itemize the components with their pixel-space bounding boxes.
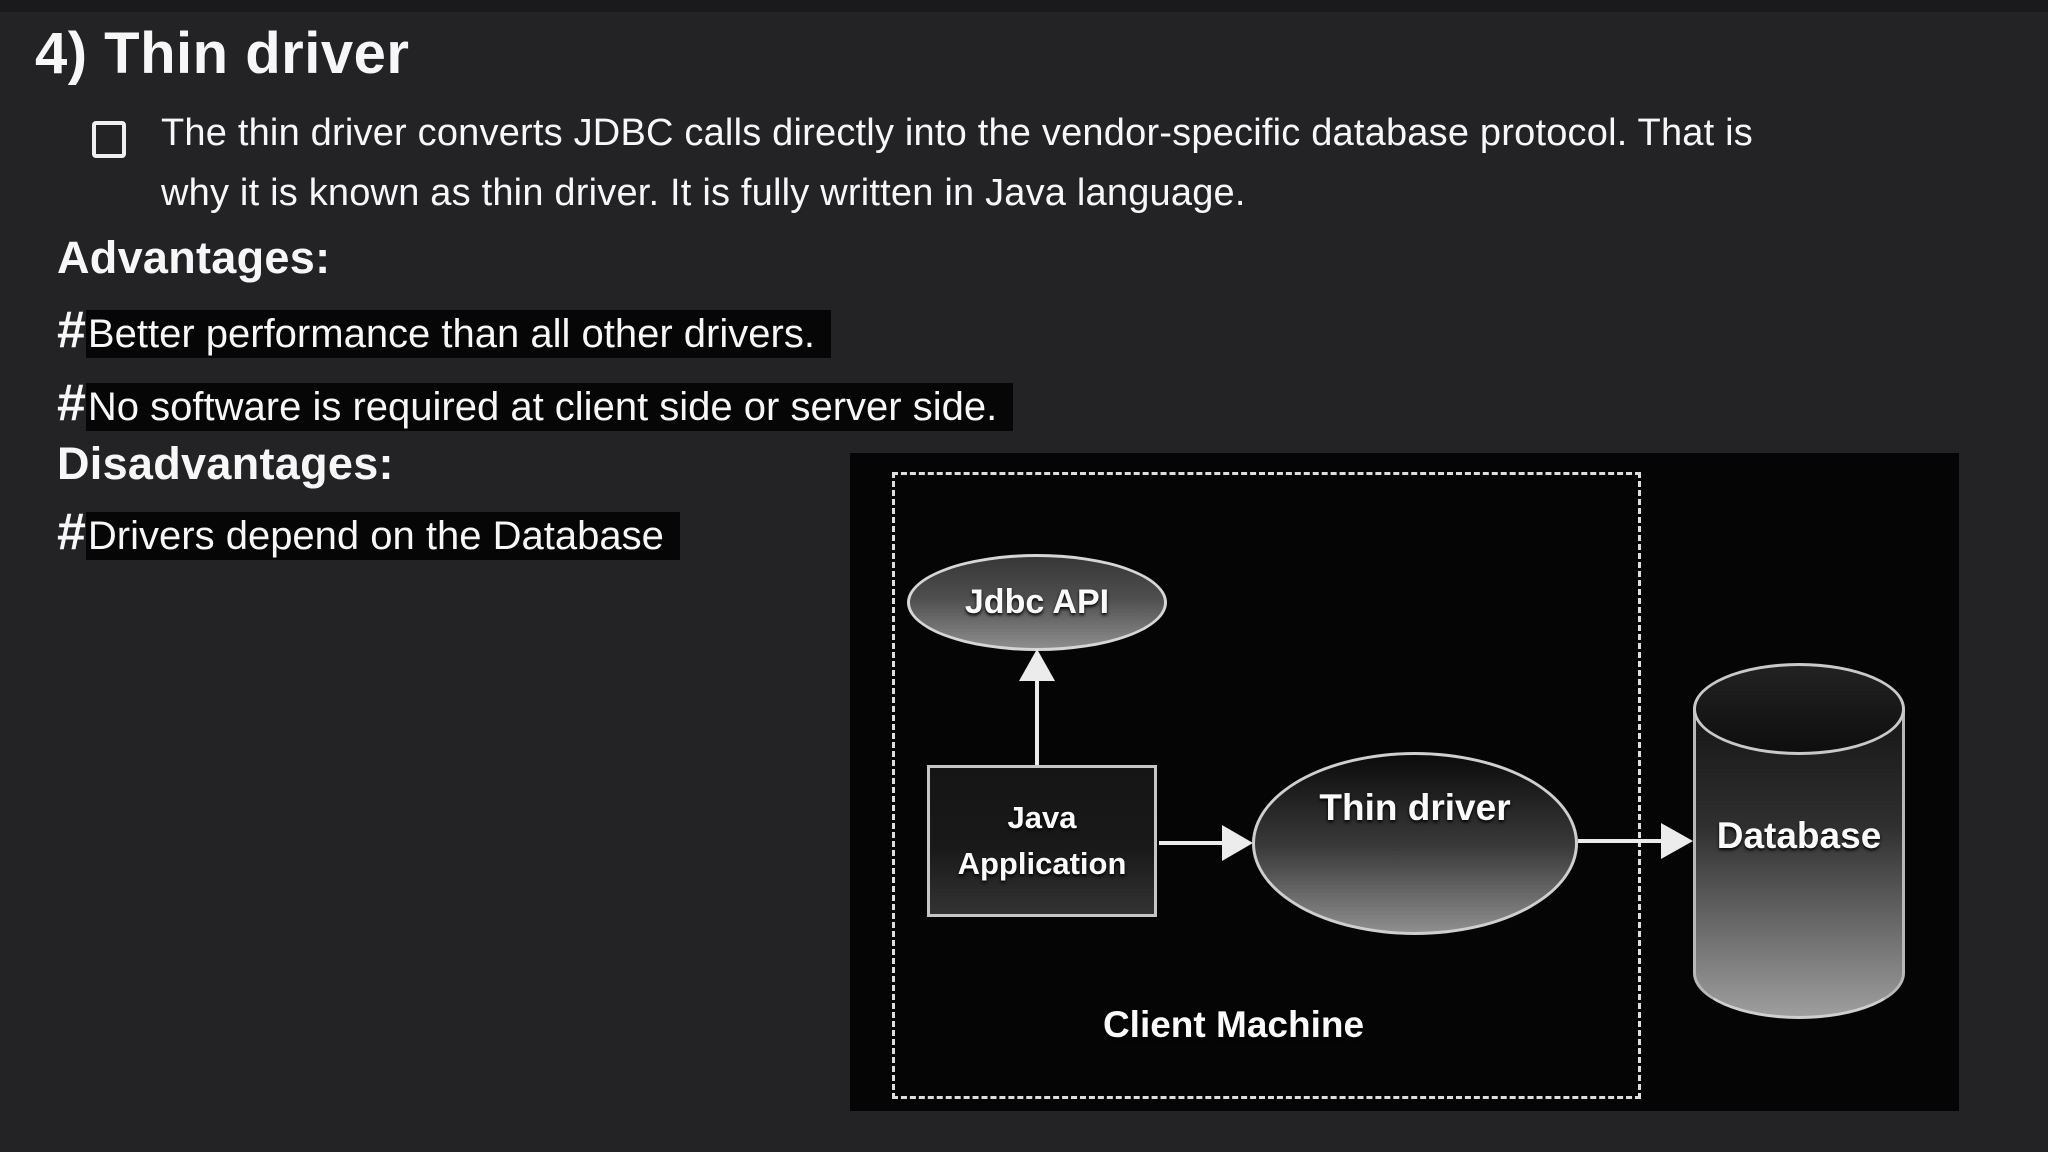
bullet-line: The thin driver converts JDBC calls dire… — [161, 112, 1753, 154]
arrow-java-to-jdbc — [1035, 679, 1039, 766]
node-jdbc-api: Jdbc API — [907, 554, 1167, 651]
arrow-thin-to-database — [1578, 839, 1662, 843]
slide-title: 4) Thin driver — [35, 21, 410, 86]
square-bullet-icon — [92, 121, 126, 158]
highlighted-text: Better performance than all other driver… — [85, 310, 831, 358]
database-cylinder-top — [1693, 663, 1905, 755]
advantages-heading: Advantages: — [57, 232, 331, 283]
highlighted-text: No software is required at client side o… — [85, 383, 1014, 431]
top-letterbox-strip — [0, 0, 2048, 12]
client-machine-boundary — [892, 472, 1641, 1099]
node-java-application: Java Application — [927, 765, 1157, 917]
arrow-java-to-thin — [1159, 841, 1224, 845]
database-cylinder-body — [1693, 709, 1905, 1019]
highlighted-text: Drivers depend on the Database — [85, 512, 680, 560]
advantage-item: #No software is required at client side … — [57, 374, 1014, 432]
advantage-item: #Better performance than all other drive… — [57, 301, 831, 359]
bullet-paragraph: The thin driver converts JDBC calls dire… — [161, 103, 1961, 223]
disadvantage-item: #Drivers depend on the Database — [57, 503, 680, 561]
client-machine-label: Client Machine — [1102, 1004, 1365, 1045]
hash-marker: # — [57, 301, 86, 359]
jdbc-architecture-diagram: Jdbc API Java Application Thin driver Da… — [850, 453, 1959, 1111]
bullet-line: why it is known as thin driver. It is fu… — [161, 172, 1246, 214]
arrow-up-icon — [1019, 649, 1055, 681]
arrow-right-icon — [1222, 825, 1253, 861]
node-database-label: Database — [1716, 815, 1882, 856]
disadvantages-heading: Disadvantages: — [57, 438, 394, 489]
node-thin-driver: Thin driver — [1252, 752, 1578, 935]
arrow-right-icon — [1661, 823, 1693, 859]
hash-marker: # — [57, 503, 86, 561]
database-cylinder: Database — [1693, 663, 1905, 1019]
hash-marker: # — [57, 374, 86, 432]
